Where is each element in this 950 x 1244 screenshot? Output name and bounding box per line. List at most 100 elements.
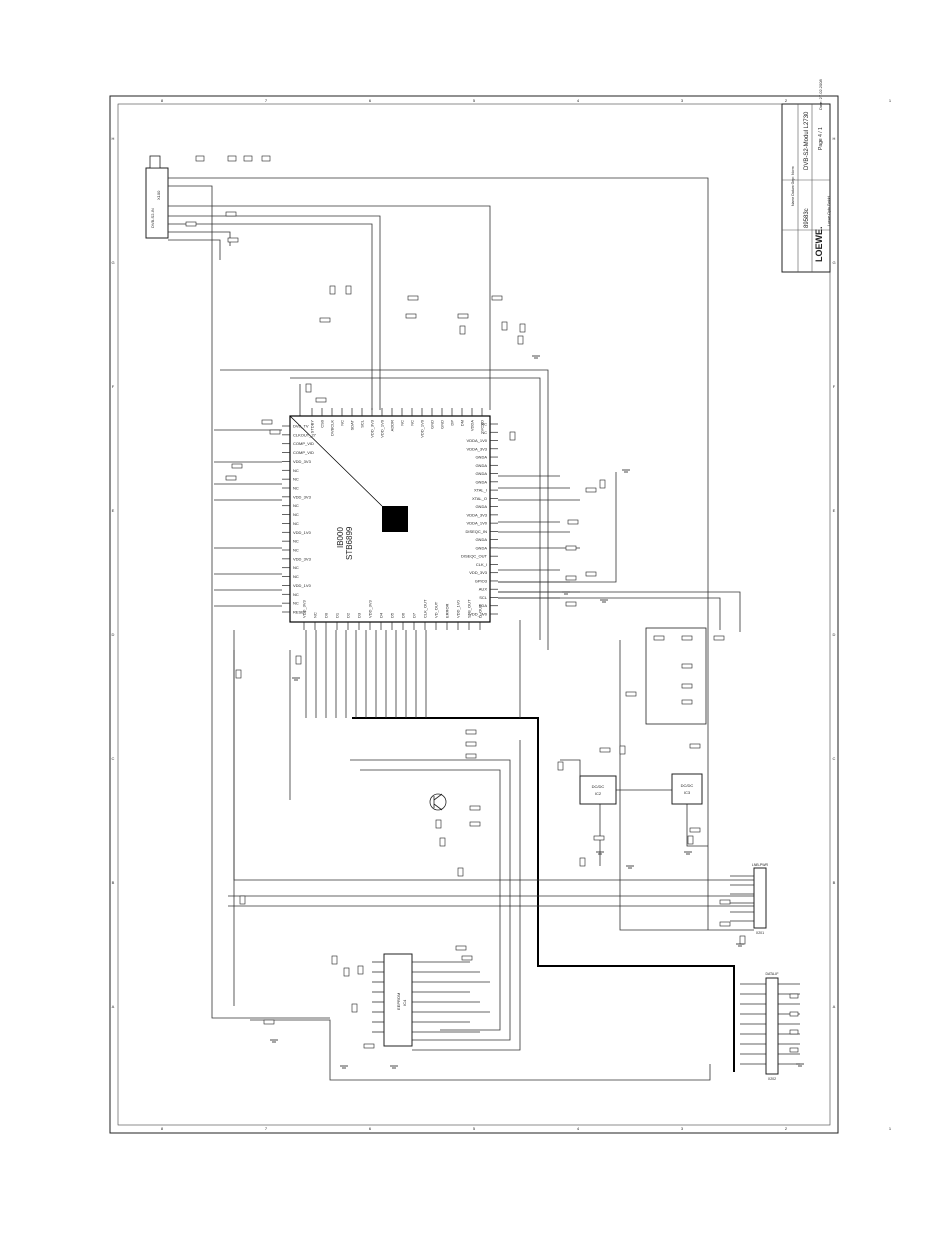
wire (168, 239, 221, 260)
passive-component (465, 741, 477, 747)
wire (686, 804, 708, 847)
input-connector-name: X100 (156, 190, 161, 200)
ic-pin-label: XTAL_I (474, 488, 487, 493)
ic-pin-label: NC (293, 548, 299, 553)
column-label: 3 (681, 1126, 684, 1131)
regulator-block (645, 627, 707, 725)
ic-pin-label: GNDA (475, 504, 487, 509)
wire (619, 640, 754, 931)
ic-pin-label: STB_OUT (467, 599, 472, 618)
wire (560, 759, 581, 776)
ic-pin-label: D2 (346, 612, 351, 618)
passive-component (405, 313, 417, 319)
ic-pin-label: NC (400, 420, 405, 426)
passive-component (357, 965, 364, 975)
passive-component (789, 993, 799, 999)
passive-component (329, 285, 336, 295)
passive-component (195, 155, 205, 162)
ic-pin-label: D6 (401, 612, 406, 618)
passive-component (461, 955, 473, 961)
ic-pin-label: VDD_3V3 (293, 459, 312, 464)
passive-component (469, 805, 481, 811)
passive-component (459, 325, 466, 335)
ic-pin-label: VDD_1V0 (293, 583, 312, 588)
passive-component (351, 1003, 358, 1013)
row-label: E (112, 508, 115, 513)
passive-component (345, 285, 352, 295)
ic-pin-label: GND (430, 420, 435, 429)
column-label: 7 (265, 98, 268, 103)
title-block-page: Page 4 / 1 (818, 127, 824, 150)
wire (350, 759, 511, 1041)
ic-pin-label: CLK_OUT (423, 599, 428, 618)
row-label: D (833, 632, 836, 637)
ic-pin-label: SCL (479, 595, 488, 600)
ic-pin-label: COMP_VID (293, 441, 314, 446)
data-connector-name: X202 (768, 1077, 776, 1081)
lnb-connector: LNB-PWR X201 (752, 863, 769, 935)
ic-pin-label: NC (293, 539, 299, 544)
ic-pin-label: VDDA_3V3 (467, 446, 488, 451)
data-connector: DATA-IF X202 (765, 972, 778, 1081)
passive-component (227, 237, 239, 243)
title-block-drawing-no: 89583c (804, 208, 810, 228)
passive-component (225, 475, 237, 481)
ic-pin-label: NC (293, 486, 299, 491)
ic-pin-label: GPIO3 (475, 578, 488, 583)
passive-component (687, 835, 694, 845)
ic-pin-label: DP (450, 420, 455, 426)
ic-pin-label: NC (340, 420, 345, 426)
row-label: G (832, 260, 835, 265)
column-label: 8 (161, 1126, 164, 1131)
ic-pin-label: VDD_3V3 (302, 599, 307, 618)
row-label: D (112, 632, 115, 637)
passive-component (599, 479, 606, 489)
column-label: 7 (265, 1126, 268, 1131)
passive-component (713, 635, 725, 641)
dcdc-1-ref: IC2 (595, 791, 602, 796)
passive-component (295, 655, 302, 665)
passive-component (557, 761, 564, 771)
ic-pin-label: DISEQC_OUT (461, 554, 488, 559)
ic-pin-label: D5 (390, 612, 395, 618)
passive-component (579, 857, 586, 867)
ic-pin-label: STDBY (310, 420, 315, 434)
column-label: 2 (785, 1126, 788, 1131)
wire (250, 1019, 711, 1081)
passive-component (239, 895, 246, 905)
ic-pin-label: NC (293, 468, 299, 473)
passive-component (363, 1043, 375, 1049)
dcdc-converter-2: DC/DC IC3 (671, 773, 703, 805)
ic-pin-label: RESET (293, 610, 307, 615)
passive-component (465, 729, 477, 735)
data-connector-label: DATA-IF (765, 972, 778, 976)
ic-pin-label: VDD_1V0 (420, 419, 425, 438)
passive-component (625, 691, 637, 697)
column-label: 4 (577, 1126, 580, 1131)
wire (168, 185, 330, 1019)
ic-pin-label: D_OUT (478, 604, 483, 618)
ic-pin-label: GND (440, 420, 445, 429)
ic-pin-label: D4 (379, 612, 384, 618)
column-label: 5 (473, 1126, 476, 1131)
title-grid-text: Name Datum Gepr. Norm (791, 166, 795, 206)
passive-component (565, 575, 577, 581)
ic-pin-label: NC (293, 512, 299, 517)
passive-component (331, 955, 338, 965)
ic-pin-label: CLKOUT_27 (293, 432, 317, 437)
passive-component (435, 819, 442, 829)
input-connector: DVB-S2-IN X100 (145, 155, 169, 239)
ic-pin-label: NC (481, 430, 487, 435)
column-label: 6 (369, 98, 372, 103)
passive-component (585, 487, 597, 493)
wire (498, 591, 741, 632)
title-block-date: Date: 27.02.2008 (818, 79, 823, 110)
wiring (168, 177, 800, 1081)
ic-pin-label: ADDR (390, 420, 395, 431)
ic-pin-label: VDD_3V3 (469, 570, 488, 575)
wire (168, 205, 491, 410)
ic-pin-label: NC (293, 565, 299, 570)
passive-component (599, 747, 611, 753)
